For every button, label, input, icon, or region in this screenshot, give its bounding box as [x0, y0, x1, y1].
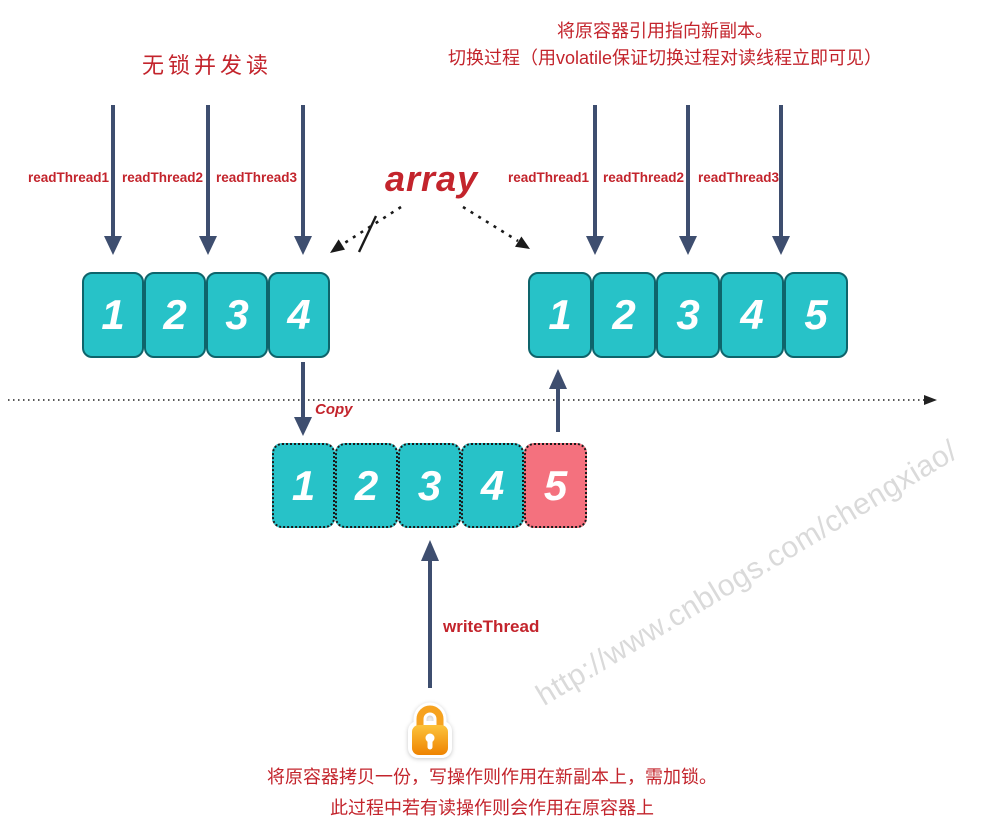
array-reference-label: array: [385, 158, 479, 199]
new-array-cell: 2: [592, 272, 656, 358]
read-thread2-left-label: readThread2: [122, 170, 204, 185]
new-array-cell: 3: [656, 272, 720, 358]
read-arrow-right-3: [772, 105, 790, 255]
write-thread-label: writeThread: [443, 617, 540, 636]
array-ref-new-arrow: [462, 205, 530, 249]
heading-lock-free-read: 无锁并发读: [141, 53, 272, 78]
read-arrow-left-1: [104, 105, 122, 255]
timeline-dotted-arrow: [8, 395, 937, 405]
read-arrow-right-2: [679, 105, 697, 255]
new-array: 1 2 3 4 5: [528, 272, 848, 358]
write-thread-arrow: [421, 540, 439, 688]
new-array-cell: 5: [784, 272, 848, 358]
copy-array-cell: 3: [398, 443, 461, 528]
original-array-cell: 2: [144, 272, 206, 358]
copy-array-cell: 4: [461, 443, 524, 528]
copy-array-cell: 2: [335, 443, 398, 528]
read-thread3-right-label: readThread3: [698, 170, 780, 185]
copy-array-new-element-cell: 5: [524, 443, 587, 528]
original-array-cell: 3: [206, 272, 268, 358]
original-array-cell: 1: [82, 272, 144, 358]
read-thread1-left-label: readThread1: [28, 170, 110, 185]
copy-label: Copy: [315, 401, 353, 418]
bottom-note-line1: 将原容器拷贝一份，写操作则作用在新副本上，需加锁。: [267, 767, 717, 787]
read-arrow-left-3: [294, 105, 312, 255]
new-array-cell: 4: [720, 272, 784, 358]
bottom-note-line2: 此过程中若有读操作则会作用在原容器上: [330, 798, 654, 818]
read-thread2-right-label: readThread2: [603, 170, 685, 185]
read-arrow-right-1: [586, 105, 604, 255]
read-thread1-right-label: readThread1: [508, 170, 590, 185]
read-arrow-left-2: [199, 105, 217, 255]
new-array-cell: 1: [528, 272, 592, 358]
lock-icon: [408, 702, 452, 758]
heading-switch-line1: 将原容器引用指向新副本。: [557, 21, 773, 41]
heading-switch-process: 将原容器引用指向新副本。 切换过程（用volatile保证切换过程对读线程立即可…: [430, 18, 900, 72]
switch-arrow: [549, 369, 567, 432]
read-thread3-left-label: readThread3: [216, 170, 298, 185]
copy-array: 1 2 3 4 5: [272, 443, 587, 528]
bottom-note: 将原容器拷贝一份，写操作则作用在新副本上，需加锁。 此过程中若有读操作则会作用在…: [212, 762, 772, 824]
array-ref-old-arrow: [330, 205, 402, 253]
original-array-cell: 4: [268, 272, 330, 358]
copy-array-cell: 1: [272, 443, 335, 528]
original-array: 1 2 3 4: [82, 272, 330, 358]
heading-switch-line2: 切换过程（用volatile保证切换过程对读线程立即可见）: [447, 48, 883, 68]
copy-arrow: [294, 362, 312, 436]
